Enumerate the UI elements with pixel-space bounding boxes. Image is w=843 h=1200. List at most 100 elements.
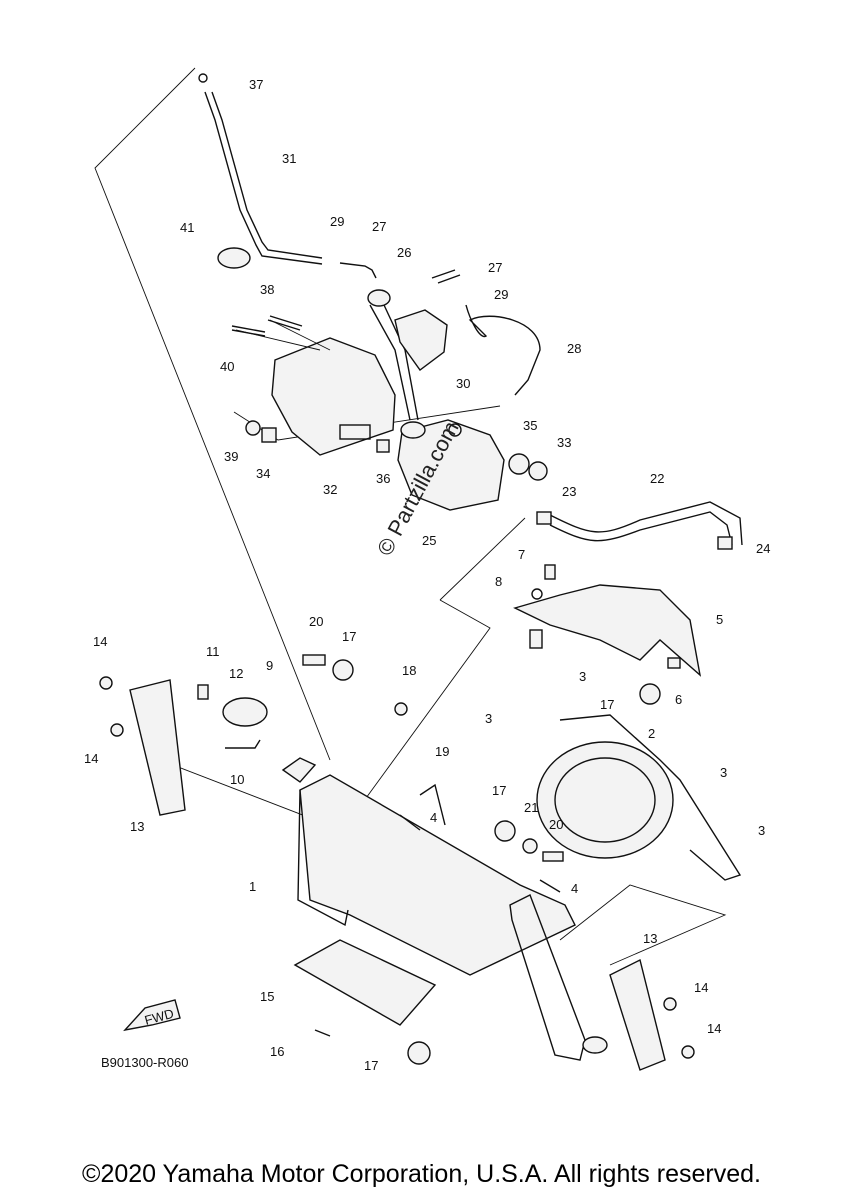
breather-hose bbox=[204, 91, 323, 265]
clamp-24 bbox=[717, 536, 733, 550]
callout-23: 23 bbox=[562, 484, 576, 499]
radiator-guard bbox=[293, 939, 437, 1026]
callout-20: 20 bbox=[309, 614, 323, 629]
callout-11: 11 bbox=[206, 644, 220, 659]
cooling-fan bbox=[536, 714, 742, 881]
callout-20-b: 20 bbox=[549, 817, 563, 832]
grommet-35 bbox=[508, 453, 530, 475]
nut-39 bbox=[245, 420, 261, 436]
callout-1: 1 bbox=[249, 879, 256, 894]
callout-15: 15 bbox=[260, 989, 274, 1004]
bolt-14-a bbox=[99, 676, 113, 690]
callout-33: 33 bbox=[557, 435, 571, 450]
callout-30: 30 bbox=[456, 376, 470, 391]
coolant-reservoir-tank bbox=[397, 419, 505, 511]
rivet-6 bbox=[667, 657, 681, 669]
fwd-label: FWD bbox=[143, 1006, 175, 1028]
diagram-code: B901300-R060 bbox=[101, 1055, 189, 1070]
hose-clamp bbox=[217, 247, 251, 269]
callout-16: 16 bbox=[270, 1044, 284, 1059]
callout-9: 9 bbox=[266, 658, 273, 673]
callout-18: 18 bbox=[402, 663, 416, 678]
collar-33 bbox=[528, 461, 548, 481]
callout-29: 29 bbox=[330, 214, 344, 229]
bolt-14-d bbox=[681, 1045, 695, 1059]
reservoir-cover bbox=[235, 319, 396, 456]
callout-27: 27 bbox=[372, 219, 386, 234]
callout-29-b: 29 bbox=[494, 287, 508, 302]
radiator-hose bbox=[549, 501, 743, 546]
callout-38: 38 bbox=[260, 282, 274, 297]
bolt-14-c bbox=[663, 997, 677, 1011]
bolt-34 bbox=[261, 427, 277, 443]
callout-3-b: 3 bbox=[485, 711, 492, 726]
side-cover-right bbox=[609, 958, 666, 1071]
clamp-23 bbox=[536, 511, 552, 525]
callout-32: 32 bbox=[323, 482, 337, 497]
callout-37: 37 bbox=[249, 77, 263, 92]
screw-11 bbox=[197, 684, 209, 700]
callout-41: 41 bbox=[180, 220, 194, 235]
callout-13-b: 13 bbox=[643, 931, 657, 946]
callout-4-b: 4 bbox=[571, 881, 578, 896]
callout-17-b: 17 bbox=[600, 697, 614, 712]
callout-3-c: 3 bbox=[720, 765, 727, 780]
washer-21 bbox=[522, 838, 538, 854]
callout-21: 21 bbox=[524, 800, 538, 815]
collar-17-left bbox=[332, 659, 354, 681]
grommet-8 bbox=[531, 588, 543, 600]
fan-shroud-bracket bbox=[513, 584, 702, 677]
bolt-7 bbox=[544, 564, 556, 580]
side-cover-left bbox=[129, 679, 186, 816]
screw-16 bbox=[314, 1029, 331, 1037]
clip-37 bbox=[198, 73, 208, 83]
callout-36: 36 bbox=[376, 471, 390, 486]
callout-14-d: 14 bbox=[707, 1021, 721, 1036]
bracket-19 bbox=[419, 783, 446, 826]
callout-26: 26 bbox=[397, 245, 411, 260]
bolt-36 bbox=[376, 439, 390, 453]
callout-17-d: 17 bbox=[364, 1058, 378, 1073]
radiator-cap bbox=[222, 697, 268, 727]
callout-13: 13 bbox=[130, 819, 144, 834]
callout-17: 17 bbox=[342, 629, 356, 644]
callout-39: 39 bbox=[224, 449, 238, 464]
clip-4-upper bbox=[399, 814, 421, 831]
callout-3: 3 bbox=[579, 669, 586, 684]
callout-24: 24 bbox=[756, 541, 770, 556]
nut-18 bbox=[394, 702, 408, 716]
callout-40: 40 bbox=[220, 359, 234, 374]
callout-35: 35 bbox=[523, 418, 537, 433]
callout-6: 6 bbox=[675, 692, 682, 707]
callout-19: 19 bbox=[435, 744, 449, 759]
bolt-20-left bbox=[302, 654, 326, 666]
callout-5: 5 bbox=[716, 612, 723, 627]
cap-stopper-10 bbox=[225, 739, 261, 749]
grommet-17-right bbox=[639, 683, 661, 705]
bolt-38 bbox=[267, 315, 303, 331]
callout-17-c: 17 bbox=[492, 783, 506, 798]
copyright-notice: ©2020 Yamaha Motor Corporation, U.S.A. A… bbox=[82, 1160, 761, 1188]
bolt-40 bbox=[231, 325, 266, 337]
callout-14-b: 14 bbox=[84, 751, 98, 766]
callout-25: 25 bbox=[422, 533, 436, 548]
callout-8: 8 bbox=[495, 574, 502, 589]
radiator bbox=[281, 757, 608, 1061]
collar-17-mid bbox=[494, 820, 516, 842]
callouts: 37 31 41 29 27 26 27 29 38 40 28 30 39 3… bbox=[84, 77, 770, 1073]
callout-7: 7 bbox=[518, 547, 525, 562]
fwd-arrow: FWD bbox=[123, 999, 181, 1032]
callout-28: 28 bbox=[567, 341, 581, 356]
reservoir-cap-assembly bbox=[339, 262, 541, 421]
callout-12: 12 bbox=[229, 666, 243, 681]
callout-14-c: 14 bbox=[694, 980, 708, 995]
callout-22: 22 bbox=[650, 471, 664, 486]
callout-10: 10 bbox=[230, 772, 244, 787]
callout-14: 14 bbox=[93, 634, 107, 649]
bolt-14-b bbox=[110, 723, 124, 737]
callout-3-d: 3 bbox=[758, 823, 765, 838]
bolt-20-right bbox=[542, 851, 564, 862]
callout-27-b: 27 bbox=[488, 260, 502, 275]
collar-17-bottom bbox=[407, 1041, 431, 1065]
